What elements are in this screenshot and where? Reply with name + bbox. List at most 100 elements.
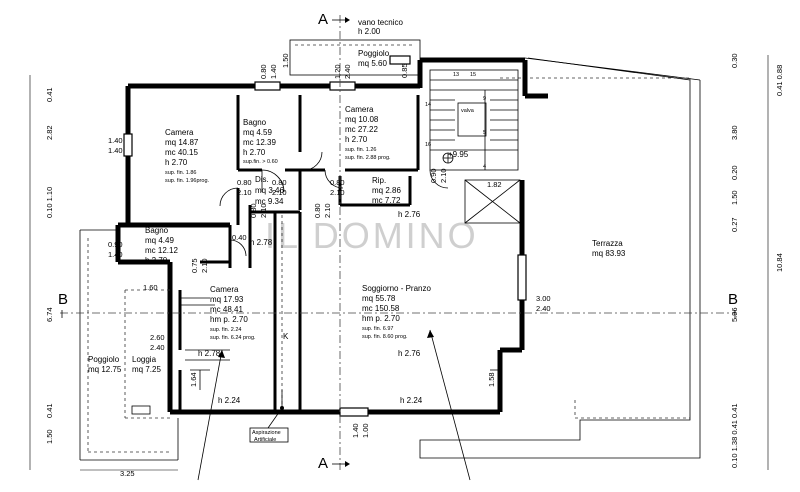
dim-210d: 2.10 (439, 168, 448, 183)
dim-080c: 0.80 (272, 178, 287, 187)
camera2-name: Camera (345, 105, 374, 114)
dim-210a: 2.10 (237, 188, 252, 197)
doors (219, 151, 449, 257)
dim-080b: 0.80 (237, 178, 252, 187)
section-markers: A A B B (58, 11, 738, 472)
dim-210e: 2.10 (259, 203, 268, 218)
artificiale-label: Artificiale (254, 437, 276, 443)
loggia-outline (79, 229, 179, 461)
dim-090: 0.90 (429, 168, 438, 183)
poggiolo-top-name: Poggiolo (358, 49, 390, 58)
terrazza-outline (419, 57, 701, 459)
dim-080a: 0.80 (259, 64, 268, 79)
step-9: 9 (483, 96, 486, 102)
dim-right-1084: 10.84 (775, 253, 784, 272)
dim-158: 1.58 (487, 372, 496, 387)
camera3-h: hm p. 2.70 (210, 315, 248, 324)
dim-164: 1.64 (189, 372, 198, 387)
dim-075: 0.75 (190, 258, 199, 273)
dim-182: 1.82 (487, 180, 502, 189)
soggiorno-mc: mc 150.58 (362, 304, 400, 313)
terrazza-name: Terrazza (592, 239, 623, 248)
dim-150: 1.50 (281, 53, 290, 68)
bagno2-mq: mq 4.49 (145, 236, 174, 245)
dim-140e: 1.40 (351, 423, 360, 438)
bagno1-mq: mq 4.59 (243, 128, 272, 137)
soggiorno-sup: sup. fin. 6.97 (362, 326, 394, 332)
dim-left-041b: 0.41 (45, 403, 54, 418)
step-16: 16 (425, 142, 431, 148)
dim-300: 3.00 (536, 294, 551, 303)
bagno2-mc: mc 12.12 (145, 246, 178, 255)
dim-080d: 0.80 (330, 178, 345, 187)
valve-label: valva (461, 108, 475, 114)
camera1-mc: mc 40.15 (165, 148, 198, 157)
loggia-mq: mq 7.25 (132, 365, 161, 374)
dim-right-027: 0.27 (730, 217, 739, 232)
step-4: 4 (483, 164, 486, 170)
vano-tecnico-h: h 2.00 (358, 27, 381, 36)
dim-right-138: 0.10 1.38 0.41 (730, 420, 739, 468)
section-lines (60, 15, 735, 470)
rip-mc: mc 7.72 (372, 196, 401, 205)
dim-140c: 1.40 (108, 146, 123, 155)
staircase (429, 69, 521, 224)
camera1-name: Camera (165, 128, 194, 137)
dim-240a: 2.40 (343, 64, 352, 79)
dim-right-030: 0.30 (730, 53, 739, 68)
level-mark: +9.95 (448, 150, 469, 159)
dim-120: 1.20 (333, 64, 342, 79)
camera2-sup: sup. fin. 1.26 (345, 147, 377, 153)
vano-tecnico-name: vano tecnico (358, 18, 403, 27)
h276-a: h 2.76 (398, 210, 421, 219)
camera2-h: h 2.70 (345, 135, 368, 144)
dim-210b: 2.10 (272, 188, 287, 197)
step-5: 5 (483, 130, 486, 136)
soggiorno-mq: mq 55.78 (362, 294, 396, 303)
dim-left-110: 0.10 1.10 (45, 187, 54, 218)
camera3-name: Camera (210, 285, 239, 294)
dim-140d: 1.40 (108, 250, 123, 259)
dim-140b: 1.40 (108, 136, 123, 145)
camera2-mq: mq 10.08 (345, 115, 379, 124)
dim-right-380: 3.80 (730, 125, 739, 140)
bagno1-mc: mc 12.39 (243, 138, 276, 147)
dim-left-150: 1.50 (45, 429, 54, 444)
building-walls (115, 57, 548, 415)
dim-240b: 2.40 (150, 343, 165, 352)
bagno1-name: Bagno (243, 118, 267, 127)
dim-080e: 0.80 (249, 203, 258, 218)
section-b-right: B (728, 291, 738, 308)
dim-040: 0.40 (232, 233, 247, 242)
plan-details (180, 152, 500, 481)
dimension-labels: 0.80 1.40 1.50 1.20 2.40 0.85 1.40 1.40 … (29, 53, 784, 478)
dim-090b: 0.90 (108, 240, 123, 249)
windows (123, 55, 527, 417)
dim-right-020: 0.20 (730, 165, 739, 180)
step-13: 13 (453, 72, 459, 78)
watermark: IL DOMINO (265, 215, 479, 256)
step-15: 15 (470, 72, 476, 78)
dim-260: 2.60 (150, 333, 165, 342)
dim-160: 1.60 (143, 283, 158, 292)
misc-labels: h 2.76 h 2.76 h 2.78 h 2.78 h 2.24 h 2.2… (198, 108, 475, 443)
dis-name: Dis. (255, 175, 269, 184)
rip-mq: mq 2.86 (372, 186, 401, 195)
dim-100: 1.00 (361, 423, 370, 438)
poggiolo-left-mq: mq 12.75 (88, 365, 122, 374)
dim-left-041a: 0.41 (45, 87, 54, 102)
dim-right-041b: 0.41 (730, 403, 739, 418)
terrazza-mq: mq 83.93 (592, 249, 626, 258)
poggiolo-left-name: Poggiolo (88, 355, 120, 364)
dim-140a: 1.40 (269, 64, 278, 79)
soggiorno-name: Soggiorno - Pranzo (362, 284, 431, 293)
h278-a: h 2.78 (250, 238, 273, 247)
dim-right-041: 0.41 0.88 (775, 65, 784, 96)
dis-mc: mc 9.34 (255, 197, 284, 206)
h278-b: h 2.78 (198, 349, 221, 358)
camera3-mq: mq 17.93 (210, 295, 244, 304)
section-a-bottom: A (318, 455, 328, 472)
camera1-mq: mq 14.87 (165, 138, 199, 147)
dim-right-150: 1.50 (730, 190, 739, 205)
h224-a: h 2.24 (218, 396, 241, 405)
